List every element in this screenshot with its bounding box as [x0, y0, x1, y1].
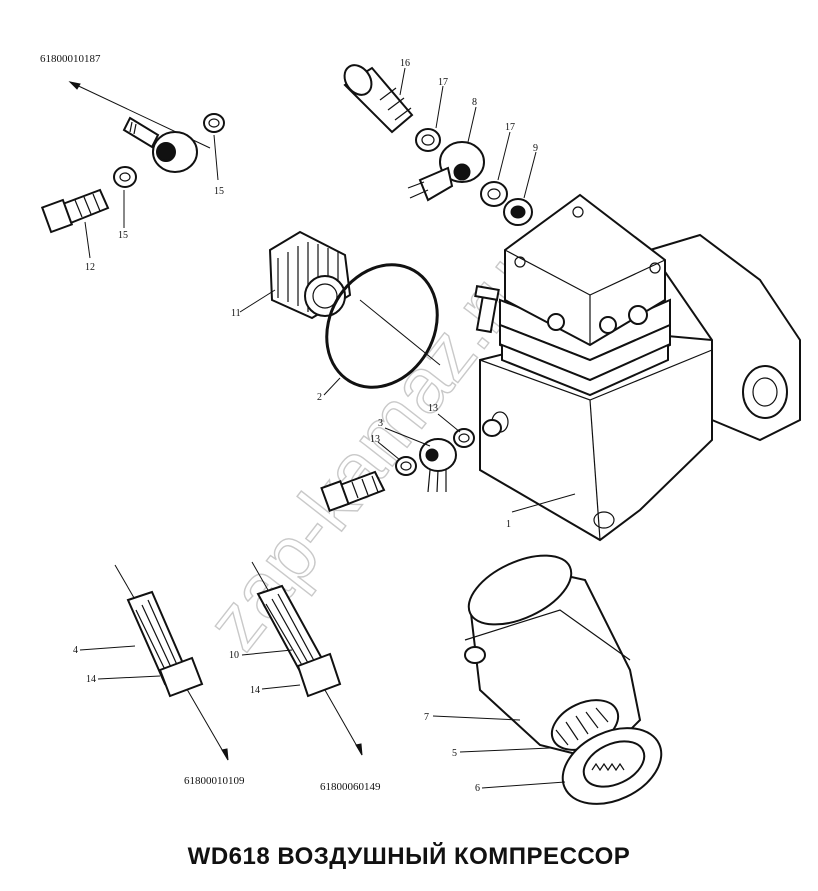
callout-6: 6	[475, 783, 480, 794]
callout-12: 12	[85, 262, 95, 273]
callout-5: 5	[452, 748, 457, 759]
callout-4: 4	[73, 645, 78, 656]
drive-gear	[239, 230, 352, 320]
part-number-bottom-left: 61800010109	[184, 775, 245, 787]
hose-10	[241, 561, 363, 756]
callout-2: 2	[317, 392, 322, 403]
callout-14b: 14	[250, 685, 260, 696]
callout-1: 1	[506, 519, 511, 530]
callout-13b: 13	[428, 403, 438, 414]
callout-9: 9	[533, 143, 538, 154]
callout-14a: 14	[86, 674, 96, 685]
callout-3: 3	[378, 418, 383, 429]
part-number-top-left: 61800010187	[40, 53, 101, 65]
callout-15a: 15	[118, 230, 128, 241]
callout-15b: 15	[214, 186, 224, 197]
callout-7: 7	[424, 712, 429, 723]
part-number-bottom-center: 61800060149	[320, 781, 381, 793]
banjo-fitting-top-left	[40, 81, 225, 259]
diagram-caption: WD618 ВОЗДУШНЫЙ КОМПРЕССОР	[187, 843, 631, 870]
drive-flange-assembly	[432, 554, 663, 805]
banjo-fitting-lower	[320, 413, 502, 512]
compressor-body	[474, 193, 801, 542]
callout-10: 10	[229, 650, 239, 661]
banjo-fitting-top-center	[343, 64, 537, 226]
callout-16: 16	[400, 58, 410, 69]
hose-4	[79, 564, 229, 761]
o-ring	[323, 263, 441, 396]
callout-11: 11	[231, 308, 241, 319]
callout-13a: 13	[370, 434, 380, 445]
callout-17a: 17	[438, 77, 448, 88]
callout-8: 8	[472, 97, 477, 108]
callout-17b: 17	[505, 122, 515, 133]
callout-labels: 1 2 3 4 5 6 7 8 9 10 11 12 13 13 14 14 1…	[73, 58, 538, 794]
